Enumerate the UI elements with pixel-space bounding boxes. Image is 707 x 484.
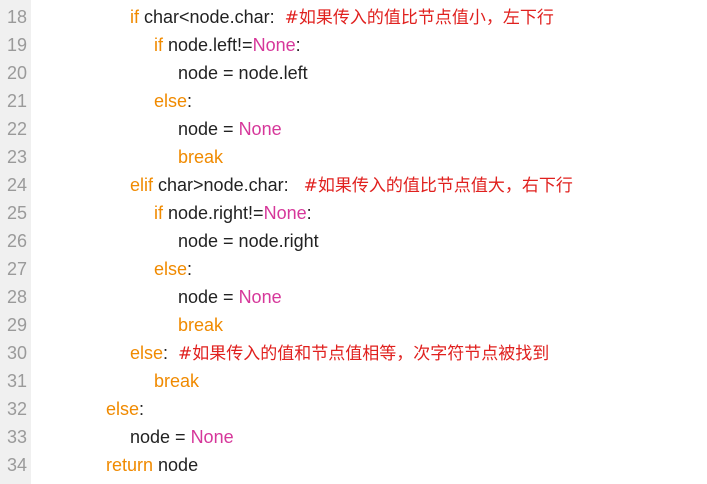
code-line[interactable]: 20 node = node.left xyxy=(0,59,707,87)
code-constant: None xyxy=(190,427,234,447)
code-keyword: else xyxy=(130,343,164,363)
code-constant: None xyxy=(263,203,307,223)
code-text: break xyxy=(178,143,223,171)
code-text: if node.right!=None: xyxy=(154,199,312,227)
code-text: if node.left!=None: xyxy=(154,31,301,59)
code-line[interactable]: 27 else: xyxy=(0,255,707,283)
code-line[interactable]: 26 node = node.right xyxy=(0,227,707,255)
code-keyword: else xyxy=(106,399,140,419)
code-line[interactable]: 21 else: xyxy=(0,87,707,115)
code-token: : xyxy=(306,203,312,223)
line-number: 18 xyxy=(6,7,27,27)
code-constant: None xyxy=(238,119,282,139)
code-text: break xyxy=(178,311,223,339)
code-text: node = node.right xyxy=(178,227,319,255)
line-number: 20 xyxy=(6,63,27,83)
code-keyword: if xyxy=(154,35,163,55)
code-constant: None xyxy=(252,35,296,55)
code-line[interactable]: 33 node = None xyxy=(0,423,707,451)
code-token: : xyxy=(295,35,301,55)
line-number: 19 xyxy=(6,35,27,55)
code-keyword: break xyxy=(178,147,224,167)
code-text: node = None xyxy=(178,283,282,311)
code-token: : xyxy=(187,91,193,111)
code-text: break xyxy=(154,367,199,395)
code-keyword: elif xyxy=(130,175,154,195)
code-lines: 18 if char<node.char: #如果传入的值比节点值小，左下行 19 i… xyxy=(0,3,707,479)
code-token: node = xyxy=(130,427,191,447)
code-token: : xyxy=(139,399,145,419)
code-line[interactable]: 28 node = None xyxy=(0,283,707,311)
line-number: 24 xyxy=(6,175,27,195)
code-line[interactable]: 18 if char<node.char: #如果传入的值比节点值小，左下行 xyxy=(0,3,707,31)
code-token: : xyxy=(163,343,179,363)
line-number: 25 xyxy=(6,203,27,223)
line-number: 23 xyxy=(6,147,27,167)
code-token: node = node.left xyxy=(178,63,308,83)
code-keyword: if xyxy=(130,7,139,27)
code-comment: #如果传入的值比节点值大，右下行 xyxy=(303,176,573,196)
code-comment: #如果传入的值比节点值小，左下行 xyxy=(284,8,554,28)
code-token: char<node.char: xyxy=(139,7,285,27)
code-token: node.left!= xyxy=(163,35,253,55)
code-keyword: else xyxy=(154,259,188,279)
code-text: node = None xyxy=(178,115,282,143)
code-token: node = xyxy=(178,119,239,139)
line-number: 28 xyxy=(6,287,27,307)
code-keyword: if xyxy=(154,203,163,223)
line-number: 21 xyxy=(6,91,27,111)
code-keyword: return xyxy=(106,455,154,475)
code-line[interactable]: 19 if node.left!=None: xyxy=(0,31,707,59)
code-line[interactable]: 31 break xyxy=(0,367,707,395)
code-keyword: break xyxy=(178,315,224,335)
code-token: : xyxy=(187,259,193,279)
code-keyword: else xyxy=(154,91,188,111)
code-line[interactable]: 22 node = None xyxy=(0,115,707,143)
line-number: 32 xyxy=(6,399,27,419)
code-token: char>node.char: xyxy=(153,175,304,195)
code-constant: None xyxy=(238,287,282,307)
line-number-gutter xyxy=(0,0,31,484)
code-line[interactable]: 25 if node.right!=None: xyxy=(0,199,707,227)
code-line[interactable]: 34 return node xyxy=(0,451,707,479)
line-number: 33 xyxy=(6,427,27,447)
code-text: else: #如果传入的值和节点值相等，次字符节点被找到 xyxy=(130,339,549,368)
code-text: else: xyxy=(106,395,144,423)
code-text: elif char>node.char: #如果传入的值比节点值大，右下行 xyxy=(130,171,573,200)
code-token: node = node.right xyxy=(178,231,319,251)
code-token: node = xyxy=(178,287,239,307)
code-text: node = node.left xyxy=(178,59,308,87)
code-line[interactable]: 23 break xyxy=(0,143,707,171)
code-line[interactable]: 30 else: #如果传入的值和节点值相等，次字符节点被找到 xyxy=(0,339,707,367)
line-number: 27 xyxy=(6,259,27,279)
code-line[interactable]: 29 break xyxy=(0,311,707,339)
code-keyword: break xyxy=(154,371,200,391)
cut-off-line xyxy=(106,479,186,484)
code-text: return node xyxy=(106,451,198,479)
code-text: else: xyxy=(154,255,192,283)
line-number: 22 xyxy=(6,119,27,139)
code-token: node xyxy=(153,455,199,475)
code-text: if char<node.char: #如果传入的值比节点值小，左下行 xyxy=(130,3,554,32)
code-line[interactable]: 24 elif char>node.char: #如果传入的值比节点值大，右下行 xyxy=(0,171,707,199)
code-text: node = None xyxy=(130,423,234,451)
line-number: 29 xyxy=(6,315,27,335)
line-number: 34 xyxy=(6,455,27,475)
line-number: 31 xyxy=(6,371,27,391)
code-comment: #如果传入的值和节点值相等，次字符节点被找到 xyxy=(178,344,550,364)
line-number: 30 xyxy=(6,343,27,363)
code-text: else: xyxy=(154,87,192,115)
code-token: node.right!= xyxy=(163,203,264,223)
code-line[interactable]: 32 else: xyxy=(0,395,707,423)
line-number: 26 xyxy=(6,231,27,251)
